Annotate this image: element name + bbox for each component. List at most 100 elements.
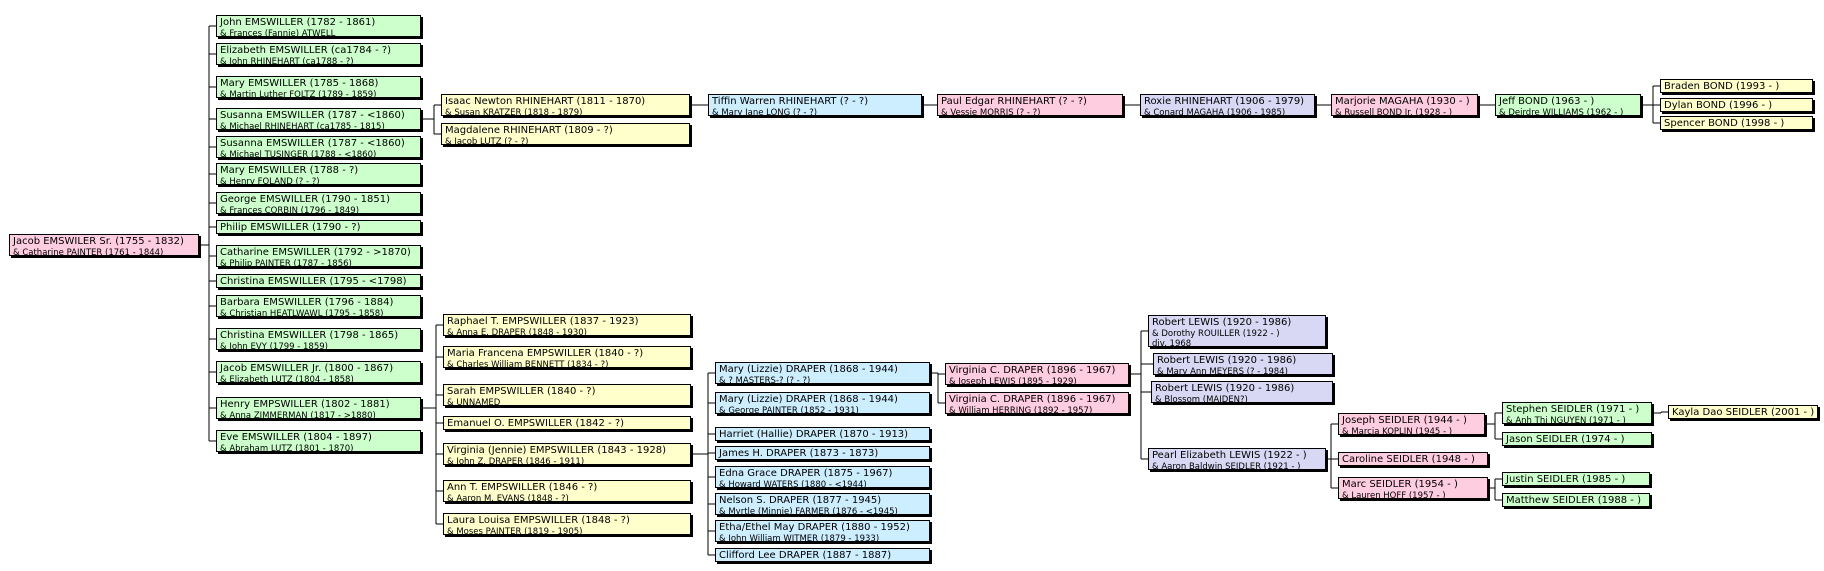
spouse-name: & Christian HEATLWAWL (1795 - 1858) (220, 309, 384, 317)
person-box-maria[interactable]: Maria Francena EMPSWILLER (1840 - ?)& Ch… (443, 346, 691, 368)
person-box-mary-e1[interactable]: Mary EMSWILLER (1785 - 1868)& Martin Lut… (216, 76, 421, 98)
spouse-name: & Aaron Baldwin SEIDLER (1921 - ) (1152, 462, 1301, 470)
person-box-magdalene-r[interactable]: Magdalene RHINEHART (1809 - ?)& Jacob LU… (441, 123, 690, 145)
person-box-mary-l1[interactable]: Mary (Lizzie) DRAPER (1868 - 1944)& ? MA… (715, 362, 930, 384)
person-box-spencer[interactable]: Spencer BOND (1998 - ) (1660, 116, 1813, 130)
person-box-barbara-e[interactable]: Barbara EMSWILLER (1796 - 1884)& Christi… (216, 295, 421, 317)
person-box-laura[interactable]: Laura Louisa EMPSWILLER (1848 - ?)& Mose… (443, 513, 691, 535)
spouse-name: & UNNAMED (447, 398, 501, 406)
person-name: Clifford Lee DRAPER (1887 - 1887) (719, 550, 892, 561)
person-box-marjorie[interactable]: Marjorie MAGAHA (1930 - )& Russell BOND … (1331, 94, 1478, 116)
person-name: Mary (Lizzie) DRAPER (1868 - 1944) (719, 394, 898, 405)
person-box-paul[interactable]: Paul Edgar RHINEHART (? - ?)& Vessie MOR… (937, 94, 1123, 116)
person-name: Christina EMSWILLER (1798 - 1865) (220, 330, 399, 341)
person-box-christina-e1[interactable]: Christina EMSWILLER (1795 - <1798) (216, 274, 421, 288)
person-name: Caroline SEIDLER (1948 - ) (1342, 454, 1475, 465)
person-box-sarah[interactable]: Sarah EMPSWILLER (1840 - ?)& UNNAMED (443, 384, 691, 406)
person-box-christina-e2[interactable]: Christina EMSWILLER (1798 - 1865)& John … (216, 328, 421, 350)
person-box-robert3[interactable]: Robert LEWIS (1920 - 1986)& Blossom (MAI… (1151, 381, 1333, 403)
person-box-john-e[interactable]: John EMSWILLER (1782 - 1861)& Frances (F… (216, 15, 421, 37)
spouse-name: & Henry FOLAND (? - ?) (220, 177, 320, 185)
person-box-susanna-e2[interactable]: Susanna EMSWILLER (1787 - <1860)& Michae… (216, 136, 421, 158)
person-name: Marjorie MAGAHA (1930 - ) (1335, 96, 1470, 107)
spouse-name: & ? MASTERS-? (? - ?) (719, 376, 811, 384)
person-box-pearl[interactable]: Pearl Elizabeth LEWIS (1922 - )& Aaron B… (1148, 448, 1326, 470)
person-box-elizabeth-e[interactable]: Elizabeth EMSWILLER (ca1784 - ?)& John R… (216, 43, 421, 65)
person-box-mary-l2[interactable]: Mary (Lizzie) DRAPER (1868 - 1944)& Geor… (715, 392, 930, 414)
person-name: Emanuel O. EMPSWILLER (1842 - ?) (447, 418, 625, 429)
person-box-virginia-c2[interactable]: Virginia C. DRAPER (1896 - 1967)& Willia… (945, 392, 1129, 414)
person-name: Mary EMSWILLER (1788 - ?) (220, 165, 359, 176)
spouse-name: & William HERRING (1892 - 1957) (949, 406, 1093, 414)
person-box-matthew[interactable]: Matthew SEIDLER (1988 - ) (1502, 493, 1650, 507)
person-box-braden[interactable]: Braden BOND (1993 - ) (1660, 79, 1813, 93)
person-box-joseph-s[interactable]: Joseph SEIDLER (1944 - )& Marcia KOPLIN … (1338, 413, 1485, 435)
person-box-robert2[interactable]: Robert LEWIS (1920 - 1986)& Mary Ann MEY… (1153, 353, 1333, 375)
person-name: Isaac Newton RHINEHART (1811 - 1870) (445, 96, 646, 107)
person-name: Jacob EMSWILLER Jr. (1800 - 1867) (220, 363, 394, 374)
person-box-ann-t[interactable]: Ann T. EMPSWILLER (1846 - ?)& Aaron M. E… (443, 480, 691, 502)
person-name: Laura Louisa EMPSWILLER (1848 - ?) (447, 515, 630, 526)
person-box-marc[interactable]: Marc SEIDLER (1954 - )& Lauren HOFF (195… (1338, 477, 1488, 499)
person-name: Philip EMSWILLER (1790 - ?) (220, 222, 361, 233)
person-box-isaac-r[interactable]: Isaac Newton RHINEHART (1811 - 1870)& Su… (441, 94, 690, 116)
person-box-susanna-e1[interactable]: Susanna EMSWILLER (1787 - <1860)& Michae… (216, 108, 421, 130)
marriage-note: div. 1968 (1152, 339, 1192, 347)
person-box-justin[interactable]: Justin SEIDLER (1985 - ) (1502, 472, 1650, 486)
person-name: Susanna EMSWILLER (1787 - <1860) (220, 110, 405, 121)
person-box-clifford[interactable]: Clifford Lee DRAPER (1887 - 1887) (715, 548, 930, 562)
spouse-name: & Jacob LUTZ (? - ?) (445, 137, 529, 145)
person-name: Virginia C. DRAPER (1896 - 1967) (949, 365, 1116, 376)
person-box-tiffin[interactable]: Tiffin Warren RHINEHART (? - ?)& Mary Ja… (708, 94, 922, 116)
spouse-name: & Lauren HOFF (1957 - ) (1342, 491, 1446, 499)
person-box-catharine-e[interactable]: Catharine EMSWILLER (1792 - >1870)& Phil… (216, 245, 421, 267)
spouse-name: & Deirdre WILLIAMS (1962 - ) (1499, 108, 1624, 116)
spouse-name: & Elizabeth LUTZ (1804 - 1858) (220, 375, 354, 383)
person-name: Spencer BOND (1998 - ) (1664, 118, 1785, 129)
person-box-henry-e[interactable]: Henry EMPSWILLER (1802 - 1881)& Anna ZIM… (216, 397, 421, 419)
person-box-james-d[interactable]: James H. DRAPER (1873 - 1873) (715, 446, 930, 460)
person-box-harriet[interactable]: Harriet (Hallie) DRAPER (1870 - 1913) (715, 427, 930, 441)
spouse-name: & Blossom (MAIDEN?) (1155, 395, 1248, 403)
person-box-virginia-c1[interactable]: Virginia C. DRAPER (1896 - 1967)& Joseph… (945, 363, 1129, 385)
person-box-nelson[interactable]: Nelson S. DRAPER (1877 - 1945)& Myrtle (… (715, 493, 930, 515)
person-box-jason[interactable]: Jason SEIDLER (1974 - ) (1502, 432, 1652, 446)
person-name: Robert LEWIS (1920 - 1986) (1157, 355, 1297, 366)
person-name: Mary EMSWILLER (1785 - 1868) (220, 78, 379, 89)
person-box-roxie[interactable]: Roxie RHINEHART (1906 - 1979)& Conard MA… (1140, 94, 1315, 116)
person-box-edna[interactable]: Edna Grace DRAPER (1875 - 1967)& Howard … (715, 466, 930, 488)
person-box-kayla[interactable]: Kayla Dao SEIDLER (2001 - ) (1668, 405, 1818, 419)
person-box-etha[interactable]: Etha/Ethel May DRAPER (1880 - 1952)& Joh… (715, 520, 930, 542)
person-name: Matthew SEIDLER (1988 - ) (1506, 495, 1641, 506)
person-box-jacob-sr[interactable]: Jacob EMSWILER Sr. (1755 - 1832)& Cathar… (9, 234, 199, 256)
person-name: Edna Grace DRAPER (1875 - 1967) (719, 468, 893, 479)
person-box-george-e[interactable]: George EMSWILLER (1790 - 1851)& Frances … (216, 192, 421, 214)
person-box-robert1[interactable]: Robert LEWIS (1920 - 1986)& Dorothy ROUI… (1148, 315, 1326, 347)
spouse-name: & Martin Luther FOLTZ (1789 - 1859) (220, 90, 377, 98)
person-box-stephen[interactable]: Stephen SEIDLER (1971 - )& Anh Thi NGUYE… (1502, 402, 1652, 424)
spouse-name: & Dorothy ROUILLER (1922 - ) (1152, 329, 1280, 339)
person-name: Virginia C. DRAPER (1896 - 1967) (949, 394, 1116, 405)
person-name: Mary (Lizzie) DRAPER (1868 - 1944) (719, 364, 898, 375)
person-name: Robert LEWIS (1920 - 1986) (1152, 317, 1292, 328)
person-box-mary-e2[interactable]: Mary EMSWILLER (1788 - ?)& Henry FOLAND … (216, 163, 421, 185)
person-name: Nelson S. DRAPER (1877 - 1945) (719, 495, 882, 506)
person-box-jacob-jr[interactable]: Jacob EMSWILLER Jr. (1800 - 1867)& Eliza… (216, 361, 421, 383)
person-name: Robert LEWIS (1920 - 1986) (1155, 383, 1295, 394)
person-box-virginia-j[interactable]: Virginia (Jennie) EMPSWILLER (1843 - 192… (443, 443, 691, 465)
spouse-name: & Frances (Fannie) ATWELL (220, 29, 336, 37)
person-box-raphael[interactable]: Raphael T. EMPSWILLER (1837 - 1923)& Ann… (443, 314, 691, 336)
person-name: Jason SEIDLER (1974 - ) (1506, 434, 1625, 445)
person-box-emanuel[interactable]: Emanuel O. EMPSWILLER (1842 - ?) (443, 416, 691, 430)
person-name: Henry EMPSWILLER (1802 - 1881) (220, 399, 390, 410)
person-name: Elizabeth EMSWILLER (ca1784 - ?) (220, 45, 392, 56)
person-name: Magdalene RHINEHART (1809 - ?) (445, 125, 613, 136)
person-box-caroline[interactable]: Caroline SEIDLER (1948 - ) (1338, 452, 1488, 466)
person-box-eve-e[interactable]: Eve EMSWILLER (1804 - 1897)& Abraham LUT… (216, 430, 421, 452)
person-box-jeff[interactable]: Jeff BOND (1963 - )& Deirdre WILLIAMS (1… (1495, 94, 1641, 116)
person-box-dylan[interactable]: Dylan BOND (1996 - ) (1660, 98, 1813, 112)
spouse-name: & John EVY (1799 - 1859) (220, 342, 328, 350)
person-name: Jeff BOND (1963 - ) (1499, 96, 1595, 107)
person-box-philip-e[interactable]: Philip EMSWILLER (1790 - ?) (216, 220, 421, 234)
